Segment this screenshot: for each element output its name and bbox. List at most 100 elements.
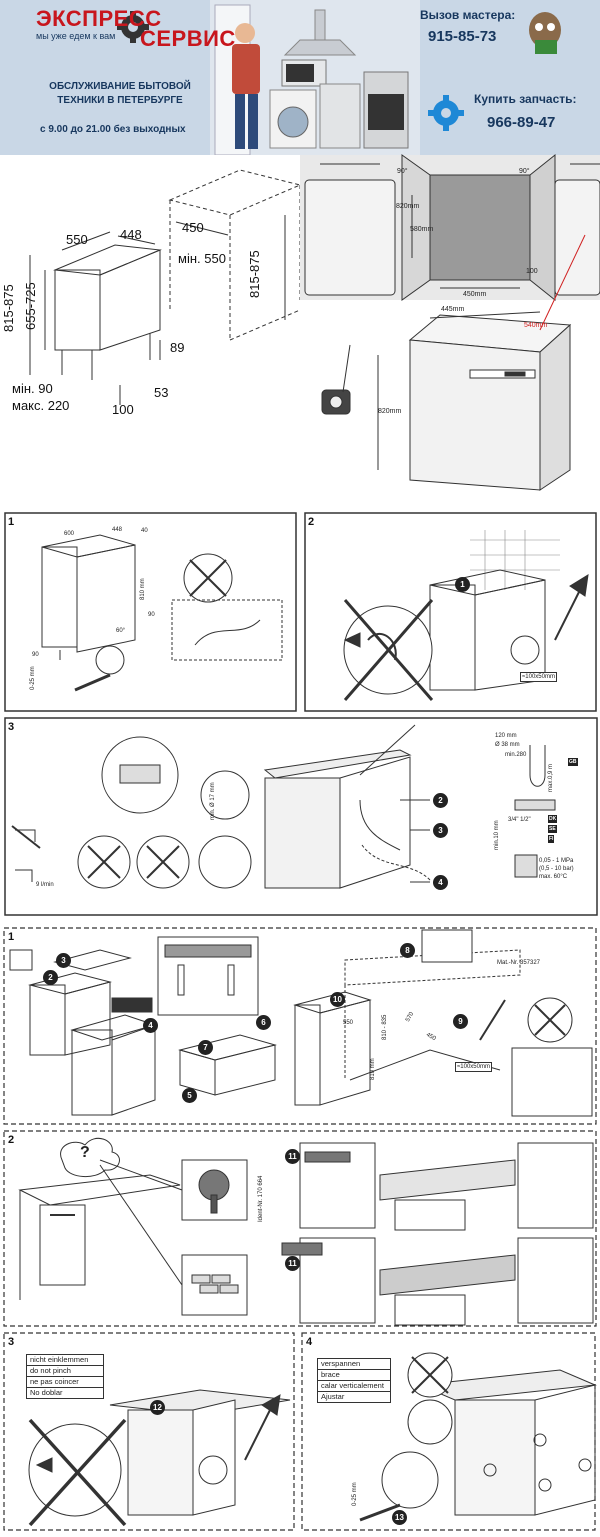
panel-3-drawing [11,724,556,889]
packaging-icon [9,949,33,971]
dim-448: 448 [120,227,142,242]
p3-step-3: 3 [433,823,448,838]
p3-tag-fi: FI [548,835,555,843]
dim-max-220: макс. 220 [12,398,70,413]
dim-100: 100 [112,402,134,417]
panel-6-drawing [28,1389,291,1527]
banner-art [117,0,561,155]
hose-correct-icon [77,835,252,889]
panel-3-frame [4,717,598,916]
p7-line-de: verspannen [318,1359,390,1370]
brand-tagline: мы уже едем к вам [36,31,116,41]
dishwasher-icon [319,83,361,149]
p6-step-12: 12 [150,1400,165,1415]
p3-tag-se: SE [548,825,557,833]
angle-90-right: 90° [519,168,530,175]
p1-dim-40: 40 [141,528,148,534]
p2-step-1: 1 [455,577,470,592]
dim-815-875-left: 815-875 [1,284,16,332]
buy-label: Купить запчасть: [474,92,577,106]
p3-tag-gb: GB [568,758,578,766]
p4-step-9: 9 [453,1014,468,1029]
call-number[interactable]: 915-85-73 [428,28,497,45]
cabinet-niche-drawing [300,153,600,302]
panel-4-number: 1 [8,931,15,943]
p6-line-fr: ne pas coincer [27,1377,103,1388]
panel-7-frame [301,1332,596,1531]
range-hood-icon [283,39,357,56]
dishwasher-3d-drawing [321,234,586,491]
working-hours: с 9.00 до 21.00 без выходных [40,124,186,135]
p4-dim-810-835: 810 - 835 [382,1014,388,1040]
p7-adjust-range: 0-25 mm [352,1482,358,1506]
p4-step-10: 10 [330,992,345,1007]
dim-450: 450 [182,220,204,235]
p5-question-mark: ? [80,1144,90,1161]
dim-min-90: мін. 90 [12,381,53,396]
mascot-icon [529,12,561,54]
p3-min-280: min.280 [505,752,527,758]
dim-820mm-unit: 820mm [378,408,402,415]
p4-dim-810: 810 mm [370,1058,376,1080]
p1-angle-60: 60° [116,628,126,634]
service-description: ОБСЛУЖИВАНИЕ БЫТОВОЙ ТЕХНИКИ В ПЕТЕРБУРГ… [30,80,210,108]
angle-90-left: 90° [397,168,408,175]
panel-5-drawing [18,1137,594,1326]
p3-pressure-bar: (0,5 - 10 bar) [539,866,574,872]
p4-step-3: 3 [56,953,71,968]
p4-mat-number: Mat.-Nr. 357327 [497,960,541,966]
p3-flow-rate: 9 l/min [36,882,54,888]
p4-size-box: ≈100x50mm [455,1062,492,1072]
p4-step-2: 2 [43,970,58,985]
p3-step-2: 2 [433,793,448,808]
p4-step-4: 4 [143,1018,158,1033]
p3-max-09: max.0,9 m [548,763,554,792]
gear-icon [428,95,464,131]
panel-2-drawing [343,530,589,701]
dim-445mm: 445mm [441,306,465,313]
p7-step-13: 13 [392,1510,407,1525]
p4-step-6: 6 [256,1015,271,1030]
dim-580mm: 580mm [410,226,434,233]
p3-thread-size: 3/4" 1/2" [508,817,531,823]
dishwasher-dimension-drawing [29,169,302,405]
question-cloud-icon [60,1137,120,1177]
dim-100-niche: 100 [526,268,538,275]
p6-line-en: do not pinch [27,1366,103,1377]
panel-6-frame [3,1332,295,1531]
p5-ident-number: Ident-Nr. 170 664 [258,1175,264,1222]
p1-dim-448: 448 [112,527,123,533]
panel-4-frame [3,927,597,1125]
panel-2-number: 2 [308,516,315,528]
dim-min-550: мін. 550 [178,251,226,266]
dim-540mm: 540mm [524,322,548,329]
buy-number[interactable]: 966-89-47 [487,114,556,131]
gear-logo-icon [117,11,149,43]
repairman-icon [235,23,255,43]
p3-tag-dk: DK [548,815,558,823]
p6-line-es: No doblar [30,1388,63,1397]
panel-2-frame [304,512,597,712]
panel-5-frame [3,1130,597,1327]
tape-measure-icon [321,344,351,415]
brand-name-line1: ЭКСПРЕСС [36,6,162,31]
p3-dim-120: 120 mm [495,733,517,739]
p3-bend-radius: min. Ø 17 mm [210,782,216,820]
panel-3-number: 3 [8,721,15,733]
p7-instruction-box: verspannen brace calar verticalement Aju… [317,1358,391,1403]
p4-dim-550: 550 [343,1020,354,1026]
p1-dim-600: 600 [64,531,75,537]
p4-step-5: 5 [182,1088,197,1103]
panel-6-number: 3 [8,1336,15,1348]
p3-pressure-mpa: 0,05 - 1 MPa [539,858,574,864]
panel-7-number: 4 [306,1336,313,1348]
p6-warning-box: nicht einklemmen do not pinch ne pas coi… [26,1354,104,1399]
p1-adjust-range: 0-25 mm [30,666,36,690]
panel-7-drawing [359,1352,597,1522]
panel-1-drawing [41,534,283,692]
p4-step-8: 8 [400,943,415,958]
dim-53: 53 [154,385,169,400]
ad-banner: ЭКСПРЕСС мы уже едем к вам СЕРВИС ОБСЛУЖ… [0,0,600,155]
p3-min-10: min.10 mm [494,820,500,850]
